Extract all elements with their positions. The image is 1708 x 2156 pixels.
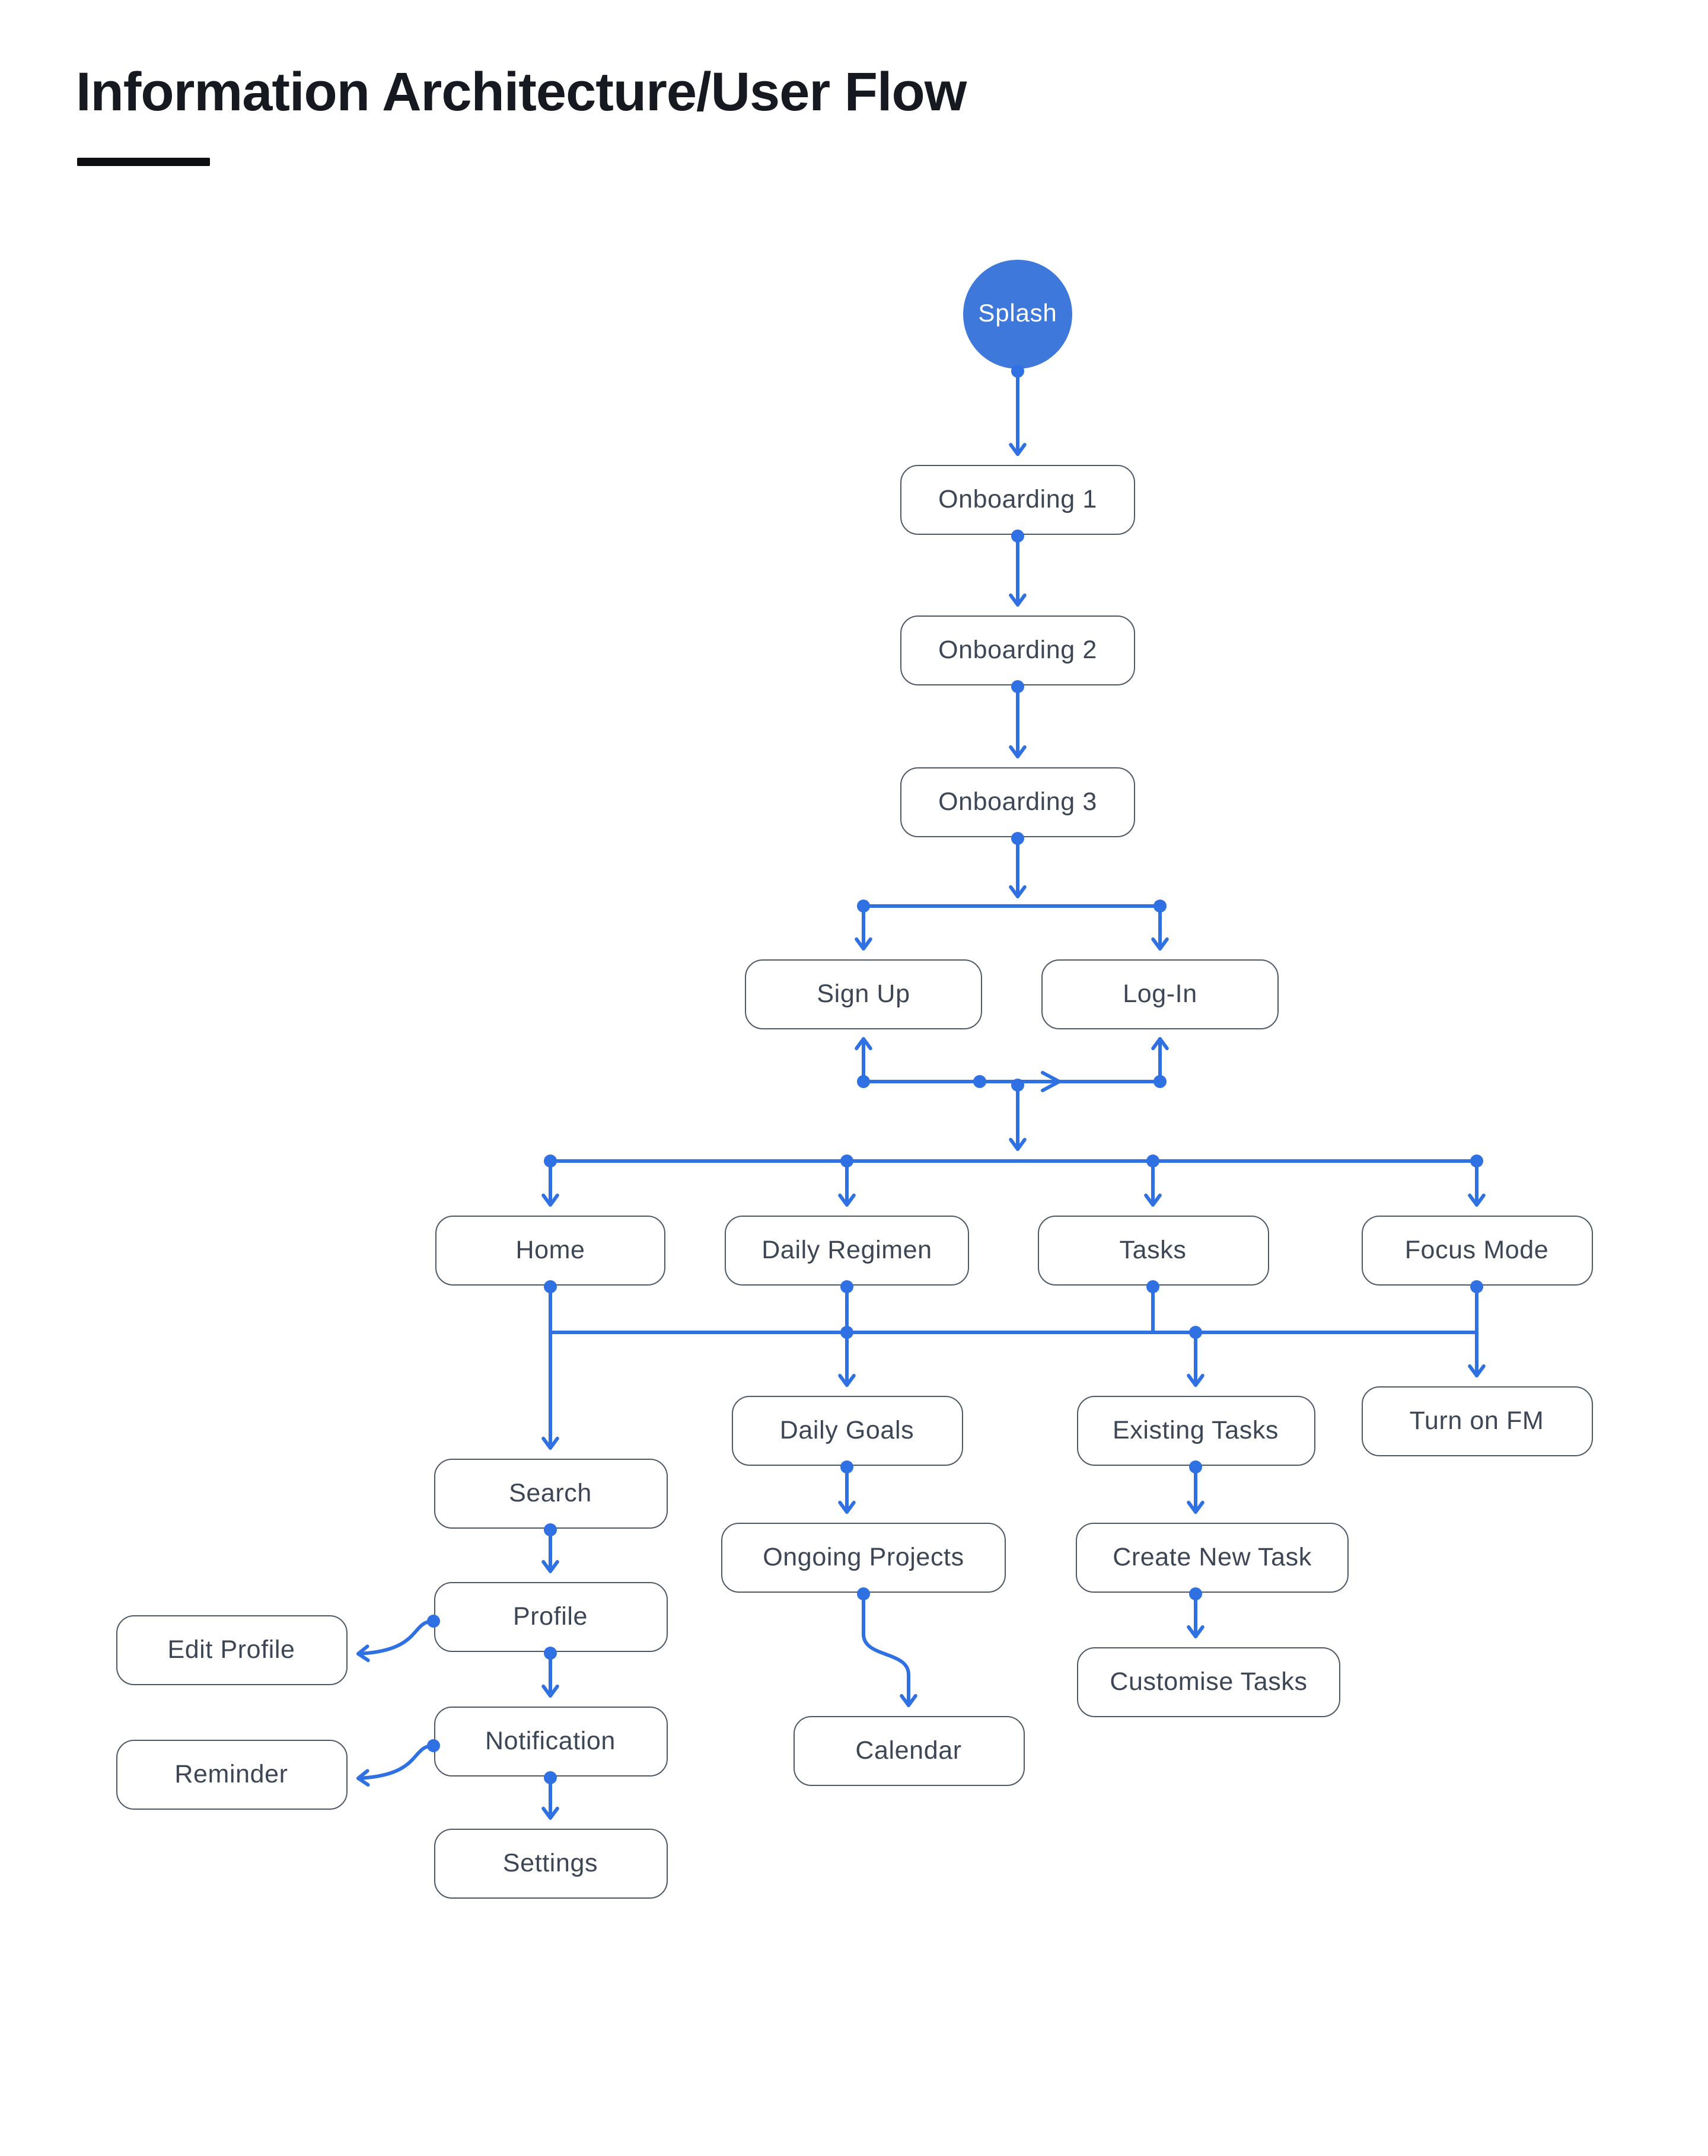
junction-dot — [1146, 1154, 1159, 1168]
page-title: Information Architecture/User Flow — [76, 60, 967, 122]
node-home: Home — [435, 1215, 665, 1285]
node-notification: Notification — [434, 1706, 667, 1776]
junction-dot — [544, 1154, 557, 1168]
junction-dot — [973, 1075, 986, 1088]
edge-op-calendar — [862, 1590, 917, 1707]
junction-dot — [1189, 1326, 1202, 1339]
title-underline — [77, 158, 210, 166]
node-settings: Settings — [434, 1828, 667, 1898]
edge-link-chevron — [1041, 1071, 1061, 1092]
node-daily-regimen: Daily Regimen — [725, 1215, 969, 1285]
junction-dot — [1153, 900, 1167, 913]
junction-dot — [1470, 1154, 1483, 1168]
node-focus-mode: Focus Mode — [1361, 1215, 1592, 1285]
junction-dot — [857, 900, 870, 913]
node-existing-tasks: Existing Tasks — [1076, 1395, 1315, 1465]
junction-dot — [1011, 1079, 1024, 1092]
node-daily-goals: Daily Goals — [731, 1395, 963, 1465]
node-log-in: Log-In — [1041, 959, 1279, 1029]
node-profile: Profile — [434, 1581, 667, 1651]
junction-dot — [840, 1154, 853, 1168]
edge-profile-edit — [356, 1619, 435, 1663]
node-customise-tasks: Customise Tasks — [1077, 1647, 1340, 1717]
node-splash: Splash — [963, 260, 1072, 369]
node-edit-profile: Edit Profile — [116, 1615, 347, 1685]
node-onboarding-3: Onboarding 3 — [900, 767, 1135, 837]
edge-notif-reminder — [356, 1744, 435, 1787]
node-calendar: Calendar — [793, 1715, 1024, 1785]
junction-dot — [840, 1326, 853, 1339]
node-ongoing-projects: Ongoing Projects — [721, 1522, 1006, 1592]
node-tasks: Tasks — [1037, 1215, 1269, 1285]
junction-dot — [857, 1075, 870, 1088]
node-sign-up: Sign Up — [745, 959, 982, 1029]
junction-dot — [1153, 1075, 1167, 1088]
node-turn-on-fm: Turn on FM — [1361, 1386, 1592, 1456]
node-onboarding-2: Onboarding 2 — [900, 615, 1135, 685]
node-reminder: Reminder — [116, 1739, 347, 1809]
node-onboarding-1: Onboarding 1 — [900, 464, 1135, 534]
node-create-new-task: Create New Task — [1076, 1522, 1349, 1592]
node-search: Search — [434, 1458, 667, 1528]
